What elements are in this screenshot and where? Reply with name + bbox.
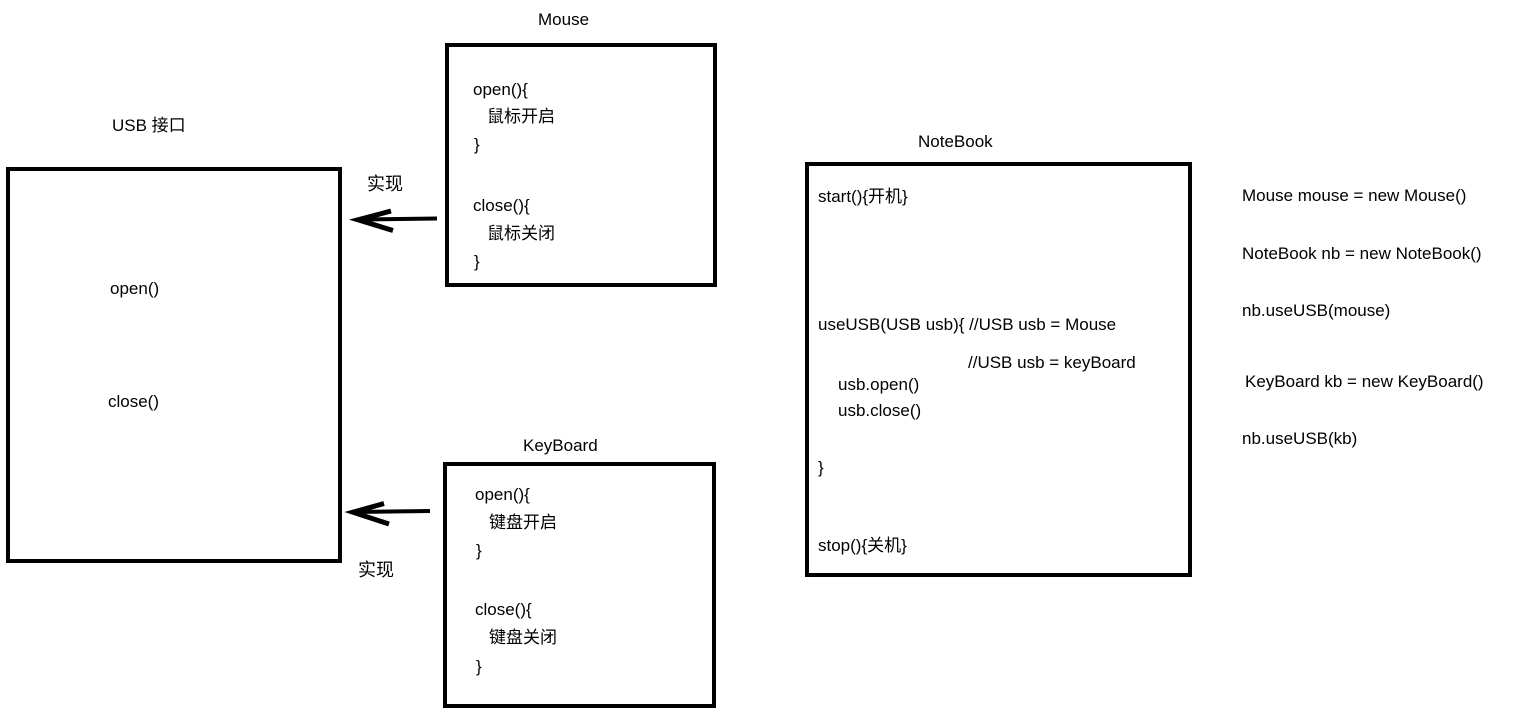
keyboard-title: KeyBoard [523, 436, 598, 455]
mouse-line-open-end: } [474, 135, 480, 154]
code-line-new-mouse: Mouse mouse = new Mouse() [1242, 186, 1467, 205]
mouse-line-open: open(){ [473, 80, 528, 99]
code-line-new-keyboard: KeyBoard kb = new KeyBoard() [1245, 372, 1484, 391]
mouse-line-close-end: } [474, 252, 480, 271]
notebook-line-start: start(){开机} [818, 187, 908, 206]
usb-interface-box [6, 167, 342, 563]
code-line-useusb-mouse: nb.useUSB(mouse) [1242, 301, 1391, 320]
mouse-line-open-body: 鼠标开启 [487, 107, 555, 126]
notebook-line-comment-keyboard: //USB usb = keyBoard [968, 353, 1136, 372]
keyboard-line-close-end: } [476, 657, 482, 676]
keyboard-line-open-end: } [476, 541, 482, 560]
notebook-line-useusb: useUSB(USB usb){ //USB usb = Mouse [818, 315, 1117, 334]
mouse-line-close-body: 鼠标关闭 [487, 224, 555, 243]
realize-arrow-bottom [344, 501, 431, 527]
mouse-box [445, 43, 717, 287]
realize-label-top: 实现 [367, 174, 403, 194]
code-line-useusb-kb: nb.useUSB(kb) [1242, 429, 1358, 448]
notebook-title: NoteBook [918, 132, 993, 151]
usb-method-close: close() [108, 392, 160, 411]
realize-arrow-top [348, 208, 438, 233]
keyboard-box [443, 462, 716, 708]
notebook-line-usb-open: usb.open() [838, 375, 920, 394]
realize-label-bottom: 实现 [358, 560, 394, 580]
usb-interface-title: USB 接口 [112, 116, 186, 135]
usb-method-open: open() [110, 279, 160, 298]
mouse-line-close: close(){ [473, 196, 530, 215]
notebook-line-brace: } [818, 458, 824, 477]
notebook-line-usb-close: usb.close() [838, 401, 922, 420]
code-line-new-notebook: NoteBook nb = new NoteBook() [1242, 244, 1482, 263]
keyboard-line-open: open(){ [475, 485, 530, 504]
notebook-line-stop: stop(){关机} [818, 536, 907, 555]
keyboard-line-close: close(){ [475, 600, 532, 619]
keyboard-line-open-body: 键盘开启 [489, 513, 557, 532]
mouse-title: Mouse [538, 10, 590, 29]
keyboard-line-close-body: 键盘关闭 [489, 628, 557, 647]
notebook-box [805, 162, 1192, 577]
